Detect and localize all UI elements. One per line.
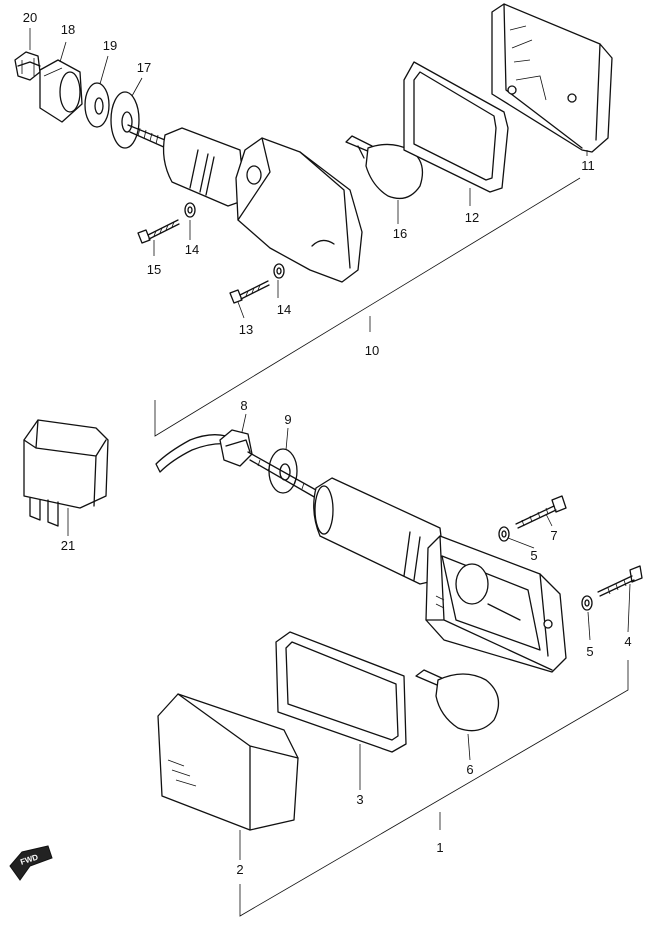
callout-8: 8 <box>240 398 247 413</box>
part-screw-15 <box>137 219 180 244</box>
part-lower-housing <box>247 451 567 673</box>
part-lens-11 <box>491 3 613 153</box>
part-washer-14-lower <box>273 263 285 279</box>
callout-9: 9 <box>284 412 291 427</box>
callout-14-lower: 14 <box>277 302 291 317</box>
callout-19: 19 <box>103 38 117 53</box>
part-washer-5-lower <box>581 595 593 611</box>
part-washer-5-upper <box>498 526 510 542</box>
callout-21: 21 <box>61 538 75 553</box>
callout-14-upper: 14 <box>185 242 199 257</box>
part-screw-4 <box>597 565 643 597</box>
callout-6: 6 <box>466 762 473 777</box>
part-bulb-16 <box>345 135 424 200</box>
callout-3: 3 <box>356 792 363 807</box>
callout-1: 1 <box>436 840 443 855</box>
callout-12: 12 <box>465 210 479 225</box>
part-washer-17 <box>110 91 140 149</box>
callout-15: 15 <box>147 262 161 277</box>
callout-5-lower: 5 <box>586 644 593 659</box>
callout-labels: 20 18 19 17 11 12 16 14 15 14 13 10 8 9 … <box>23 10 632 877</box>
part-gasket-12 <box>403 61 509 193</box>
part-gasket-3 <box>275 631 407 753</box>
callout-7: 7 <box>550 528 557 543</box>
part-bulb-6 <box>415 669 500 732</box>
fwd-arrow-icon <box>9 845 53 881</box>
callout-11: 11 <box>581 158 595 173</box>
part-wire-lead <box>155 434 231 473</box>
callout-17: 17 <box>137 60 151 75</box>
callout-10: 10 <box>365 343 379 358</box>
part-lens-2 <box>157 693 299 831</box>
callout-16: 16 <box>393 226 407 241</box>
part-screw-7 <box>515 495 567 529</box>
part-washer-14-upper <box>184 202 196 218</box>
part-washer-19 <box>84 82 110 128</box>
part-screw-13 <box>229 280 270 304</box>
callout-5-upper: 5 <box>530 548 537 563</box>
leader-lines <box>29 28 631 917</box>
callout-2: 2 <box>236 862 243 877</box>
part-bushing-18 <box>39 59 83 123</box>
part-relay-21 <box>23 419 109 527</box>
callout-13: 13 <box>239 322 253 337</box>
part-turn-signal-assembly-10 <box>127 124 363 283</box>
part-nut-8 <box>219 429 253 467</box>
callout-18: 18 <box>61 22 75 37</box>
callout-4: 4 <box>624 634 631 649</box>
part-nut-20 <box>14 51 41 81</box>
callout-20: 20 <box>23 10 37 25</box>
part-washer-9 <box>268 448 298 494</box>
